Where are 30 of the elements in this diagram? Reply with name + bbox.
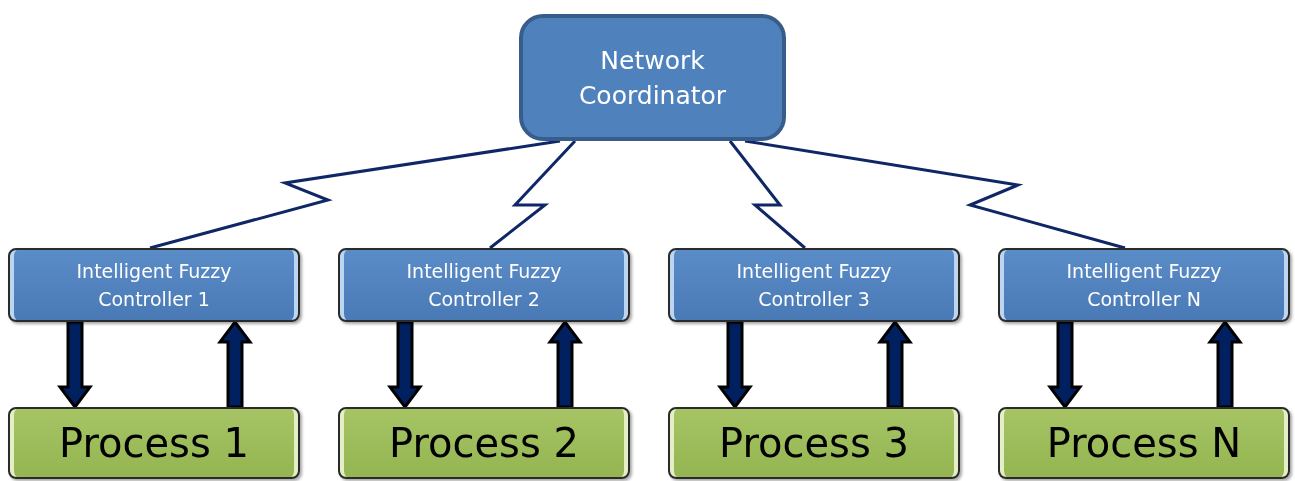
- controller-box: [8, 248, 300, 322]
- box-label: Intelligent Fuzzy Controller 3: [735, 258, 893, 312]
- box-label: Intelligent Fuzzy Controller 1: [75, 258, 233, 312]
- process-box: [338, 407, 630, 479]
- box-label: Process N: [1045, 420, 1243, 466]
- controller-box: [998, 248, 1290, 322]
- block-arrow: [387, 320, 423, 410]
- box-label: Intelligent Fuzzy Controller N: [1065, 258, 1223, 312]
- wireless-link: [489, 139, 577, 250]
- box-label: Process 3: [718, 420, 910, 466]
- block-arrow: [1207, 319, 1243, 409]
- controller-box: [668, 248, 960, 322]
- box-label: Process 2: [388, 420, 580, 466]
- wireless-link: [744, 139, 1126, 250]
- box-label: Network Coordinator: [577, 44, 728, 112]
- process-box: [668, 407, 960, 479]
- coordinator-box: [519, 14, 786, 141]
- block-arrow: [547, 319, 583, 409]
- process-box: [998, 407, 1290, 479]
- block-arrow: [717, 320, 753, 410]
- block-arrow: [217, 319, 253, 409]
- block-arrow: [57, 320, 93, 410]
- controller-box: [338, 248, 630, 322]
- wireless-link: [149, 139, 561, 250]
- block-arrow: [877, 319, 913, 409]
- box-label: Intelligent Fuzzy Controller 2: [405, 258, 563, 312]
- box-label: Process 1: [58, 420, 250, 466]
- process-box: [8, 407, 300, 479]
- wireless-link: [728, 140, 806, 250]
- block-arrow: [1047, 320, 1083, 410]
